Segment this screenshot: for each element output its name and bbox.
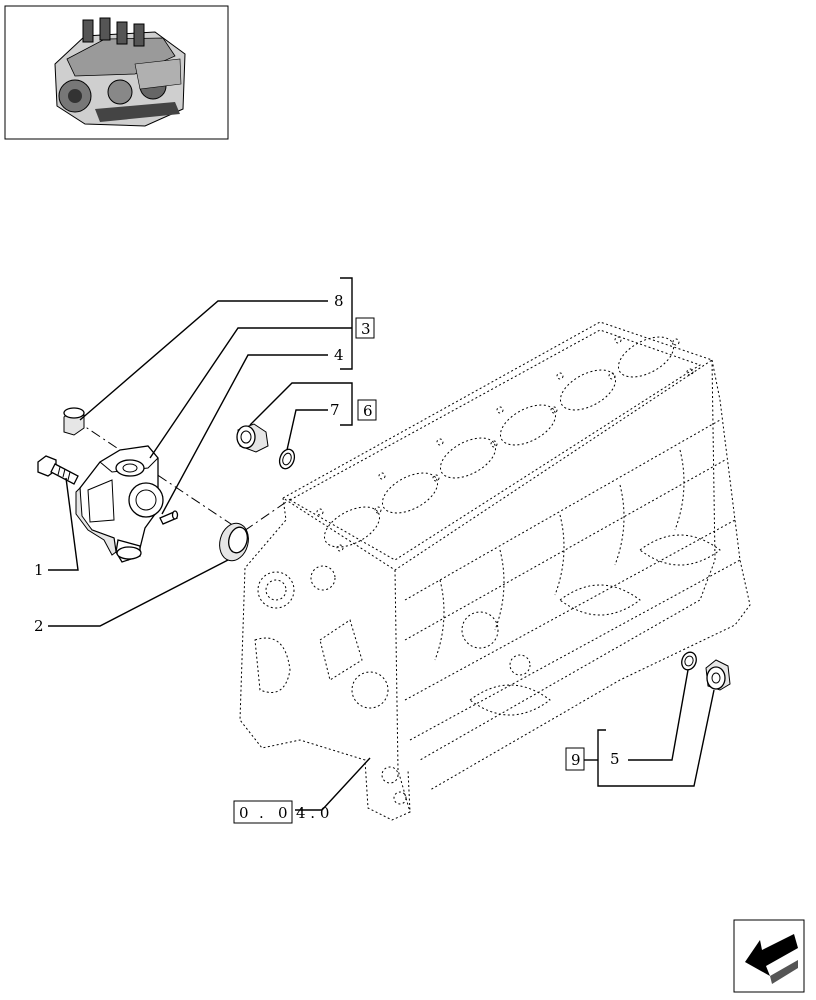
reference-link[interactable]: 0 . 0 4 . 0 [233, 800, 329, 824]
bolt-part [37, 455, 79, 485]
callout-9-box [565, 747, 585, 771]
o-ring-part [219, 522, 249, 562]
callout-5: 5 [610, 750, 620, 768]
water-pump-housing-part [75, 445, 164, 563]
reference-boxed-1: 0 [239, 804, 249, 822]
callout-3: 3 [361, 320, 371, 338]
callout-8: 8 [334, 292, 344, 310]
reference-boxed-2: . [259, 804, 264, 822]
engine-block [239, 321, 751, 821]
threaded-plug-part [705, 659, 731, 691]
sleeve-ring-part [278, 448, 296, 470]
dowel-pin-part [159, 510, 179, 525]
reference-box [233, 800, 293, 824]
callout-4: 4 [334, 346, 344, 364]
callout-6-box [357, 399, 377, 421]
flange-centerline [227, 497, 293, 543]
reference-boxed-3: 0 [278, 804, 288, 822]
callout-6: 6 [363, 402, 373, 420]
reference-rest: 4 . 0 [296, 804, 329, 822]
callout-2: 2 [34, 617, 44, 635]
assembly-centerline [74, 419, 241, 531]
callout-1: 1 [34, 561, 44, 579]
plug-cap-part [63, 407, 85, 436]
plug-seal-part [681, 651, 697, 671]
callout-3-box [355, 317, 375, 339]
sleeve-part [236, 423, 269, 453]
engine-thumbnail-icon[interactable] [4, 5, 229, 140]
callout-9: 9 [571, 751, 581, 769]
leader-lines [48, 277, 715, 811]
callout-7: 7 [330, 401, 340, 419]
arrow-back-icon[interactable] [733, 919, 805, 993]
